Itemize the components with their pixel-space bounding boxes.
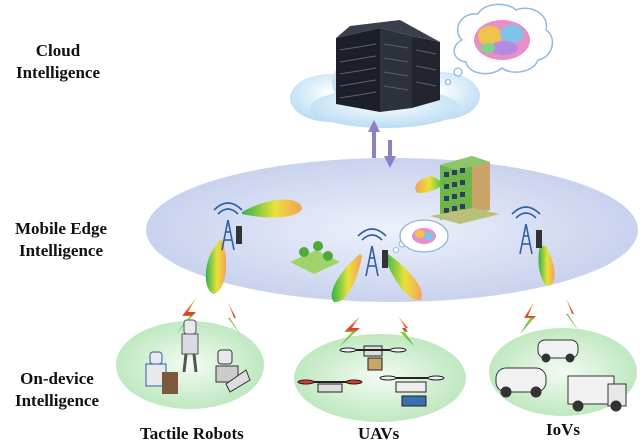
cloud-edge-link-icon: [368, 120, 396, 168]
drone-icons: [297, 345, 445, 407]
edge-level-line1: Mobile Edge: [14, 219, 108, 238]
robots-caption: Tactile Robots: [140, 424, 244, 443]
robot-icons: [145, 319, 251, 394]
tower-icon-right: [511, 206, 542, 255]
cloud-level-label: Cloud Intelligence: [0, 40, 116, 84]
lightning-bolt-icons: [176, 298, 578, 346]
tower-icon-center: [357, 228, 388, 277]
edge-brain-icon: [393, 219, 449, 253]
edge-level-label: Mobile Edge Intelligence: [0, 218, 122, 262]
wireless-beams: [205, 176, 555, 303]
building-icon: [430, 156, 500, 224]
edge-level-line2: Intelligence: [18, 241, 104, 260]
server-rack-icon: [336, 20, 440, 112]
cloud-level-line2: Intelligence: [15, 63, 101, 82]
device-level-line1: On-device: [20, 369, 94, 388]
cloud-level-line1: Cloud: [35, 41, 81, 60]
vehicle-icons: [495, 339, 627, 412]
tower-icon-left: [213, 202, 243, 251]
edge-layer-ellipse: [146, 158, 638, 302]
park-icon: [290, 241, 340, 274]
uavs-caption: UAVs: [358, 424, 400, 443]
iovs-caption: IoVs: [546, 420, 581, 439]
cloud-brain-icon: [444, 3, 554, 86]
device-level-label: On-device Intelligence: [0, 368, 114, 412]
device-level-line2: Intelligence: [14, 391, 100, 410]
